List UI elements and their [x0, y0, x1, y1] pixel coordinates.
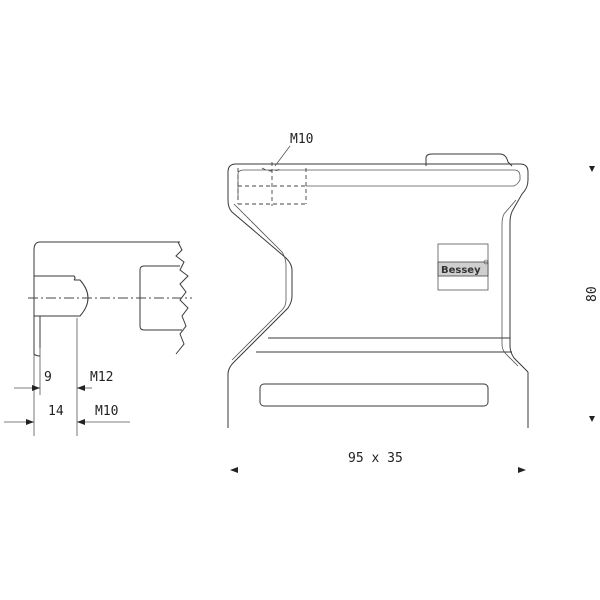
- dim-9-label: 9: [44, 370, 52, 385]
- dim-m12-label: M12: [90, 370, 113, 385]
- height-dim-label: 80: [585, 286, 600, 302]
- front-view: M10 Bessey 80 95 x 35: [227, 132, 600, 473]
- width-arrow-left: [230, 467, 238, 473]
- bolt-label: M10: [290, 132, 313, 147]
- size-dim-label: 95 x 35: [348, 451, 403, 466]
- side-view: 9 M12 14 M10: [4, 241, 192, 436]
- dim-9-arrow-left: [32, 385, 40, 391]
- dim-m10-label: M10: [95, 404, 118, 419]
- height-arrow-top: [589, 166, 595, 172]
- bolt-hole-hidden: [237, 162, 307, 206]
- dim-14-label: 14: [48, 404, 64, 419]
- brand-logo-text: Bessey: [441, 265, 481, 276]
- front-view-slot: [259, 383, 489, 407]
- front-view-outline: [227, 163, 529, 428]
- dim-14-arrow-left: [26, 419, 34, 425]
- dim-14-arrow-right: [77, 419, 85, 425]
- brand-logo: Bessey: [437, 243, 489, 291]
- front-view-inner-top: [237, 169, 521, 200]
- height-arrow-bottom: [589, 416, 595, 422]
- front-view-top-tab: [425, 153, 513, 167]
- width-arrow-right: [518, 467, 526, 473]
- dim-9-arrow-right: [77, 385, 85, 391]
- side-view-top-edge: [40, 241, 189, 355]
- front-view-inner-left: [231, 203, 287, 361]
- side-view-outline: [33, 241, 180, 357]
- m10-leader: [274, 145, 291, 167]
